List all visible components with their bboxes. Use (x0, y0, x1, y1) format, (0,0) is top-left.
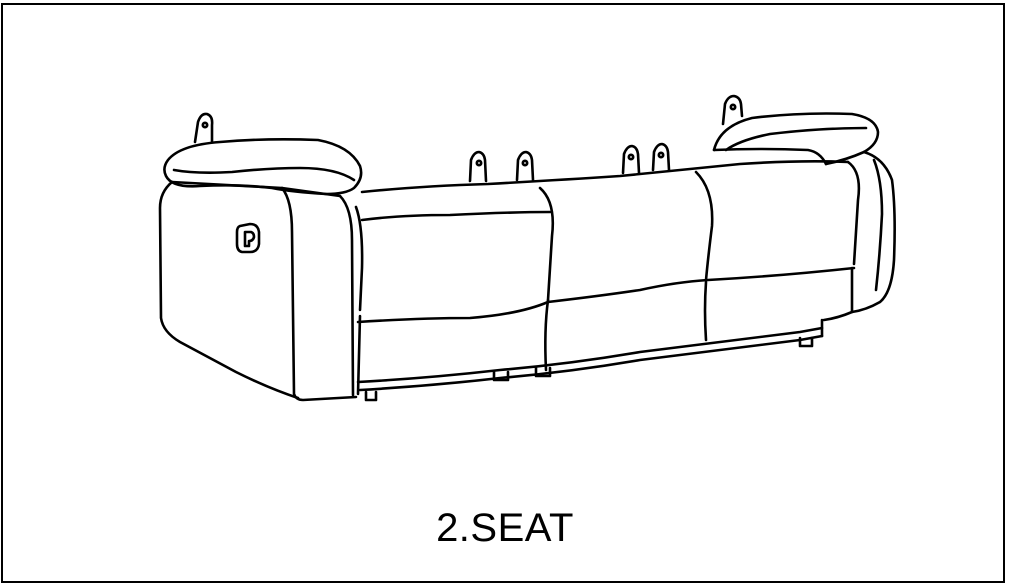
diagram-frame (1, 3, 1005, 583)
bracket-tab-right-arm (721, 94, 744, 126)
right-arm (712, 112, 896, 322)
bracket-tab-2 (515, 150, 535, 182)
bracket-tab-4 (651, 142, 671, 172)
part-caption: 2.SEAT (436, 506, 574, 550)
bracket-tabs (193, 94, 744, 183)
seat-body (356, 160, 861, 402)
recliner-lever-icon (235, 222, 261, 254)
bracket-tab-left-arm (193, 112, 214, 144)
bracket-tab-1 (468, 150, 488, 183)
bracket-tab-3 (621, 144, 641, 175)
left-arm (158, 138, 364, 402)
